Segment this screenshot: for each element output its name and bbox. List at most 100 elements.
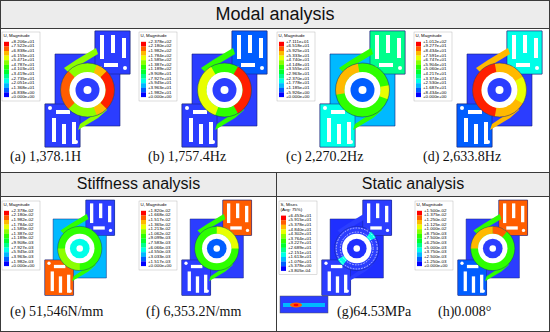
- ring-gap: [342, 234, 372, 264]
- colorbar-cell: [281, 234, 286, 239]
- flexure-slot: [236, 203, 239, 218]
- subfigure-caption: (e) 51,546N/mm: [10, 304, 103, 320]
- detail-inset: [294, 304, 299, 306]
- flexure-slot: [474, 124, 478, 144]
- legend-value: +1.585e-02: [11, 227, 33, 231]
- legend-value: +7.927e+01: [148, 76, 171, 80]
- colorbar-cell: [416, 60, 421, 65]
- mount-hole: [69, 289, 72, 292]
- legend-value: +1.375e-02: [424, 213, 446, 217]
- legend-value: +2.735e+01: [11, 76, 34, 80]
- ring-outline: [471, 226, 515, 270]
- colorbar-cell: [416, 46, 421, 51]
- mechanism: [320, 31, 405, 147]
- mount-hole: [386, 229, 389, 232]
- legend-value: +3.963e-03: [11, 255, 33, 259]
- mount-hole: [184, 262, 187, 265]
- flexure-slot: [59, 276, 62, 292]
- legend-value: +5.945e-03: [11, 250, 33, 254]
- colorbar-cell: [4, 257, 9, 262]
- hub-hole: [221, 86, 229, 94]
- colorbar-cell: [141, 79, 146, 84]
- ring: [335, 226, 379, 270]
- ring-gap: [345, 72, 381, 108]
- colorbar-cell: [279, 88, 284, 93]
- contour-legend: U, Magnitude+1.820e-02+1.668e-02+1.517e-…: [140, 202, 179, 274]
- ring: [198, 63, 252, 117]
- mount-hole: [323, 106, 327, 110]
- colorbar-cell: [141, 225, 146, 230]
- flexure-slot: [375, 35, 379, 59]
- colorbar-cell: [141, 56, 146, 61]
- colorbar-cell: [4, 261, 9, 266]
- colorbar-cell: [4, 220, 9, 225]
- flexure-slot: [52, 118, 56, 142]
- legend-value: +8.206e+01: [11, 40, 34, 44]
- legend-value: +6.838e+01: [11, 49, 34, 53]
- colorbar-cell: [4, 69, 9, 74]
- mount-hole: [48, 106, 52, 110]
- colorbar-cell: [141, 46, 146, 51]
- colorbar-cell: [416, 74, 421, 79]
- flexure-slot: [376, 203, 379, 218]
- flexure-slot: [227, 203, 230, 223]
- subfigure-caption: (b) 1,757.4Hz: [148, 149, 226, 165]
- colorbar-cell: [141, 88, 146, 93]
- ring-outline: [61, 63, 115, 117]
- flexure-slot: [521, 206, 524, 222]
- hub: [347, 239, 367, 259]
- mount-hole: [246, 229, 249, 232]
- ring: [195, 226, 239, 270]
- flexure-slot: [108, 206, 111, 222]
- colorbar-cell: [141, 51, 146, 56]
- legend-value: +4.840e+01: [288, 227, 311, 231]
- legend-value: +5.925e+01: [286, 49, 309, 53]
- legend-value: +3.764e+01: [288, 236, 311, 240]
- legend-value: +8.434e+01: [423, 49, 446, 53]
- legend-value: +2.689e+01: [288, 246, 311, 250]
- colorbar-cell: [141, 42, 146, 47]
- flexure-slot: [191, 265, 202, 268]
- flexure-slot: [196, 276, 199, 292]
- legend-value: +2.500e-03: [424, 255, 446, 259]
- flexure-slot: [188, 271, 191, 291]
- flexure-slot: [385, 206, 388, 222]
- legend-value: +1.517e-02: [148, 218, 170, 222]
- contour-legend: U, Magnitude+2.378e+02+2.180e+02+1.982e+…: [140, 33, 179, 105]
- flexure-slot: [189, 118, 193, 142]
- mount-hole: [206, 289, 209, 292]
- ring-group: [335, 226, 379, 270]
- ring-outline: [336, 228, 377, 269]
- legend-value: +1.982e-02: [11, 218, 33, 222]
- contour-legend: S, Mises(Avg: 75%)+6.453e+01+5.915e+01+5…: [280, 202, 319, 274]
- colorbar-cell: [141, 211, 146, 216]
- legend-value: +7.583e-03: [148, 241, 170, 245]
- mechanism-body: [320, 31, 405, 147]
- legend-value: +7.111e+01: [286, 40, 309, 44]
- flexure-slot: [370, 226, 381, 229]
- legend-value: +1.687e+01: [423, 86, 446, 90]
- flexure-slot: [122, 38, 126, 58]
- mechanism-body: [182, 200, 252, 295]
- legend-value: +6.250e-03: [424, 241, 446, 245]
- colorbar-cell: [417, 252, 422, 257]
- flexure-slot: [193, 110, 207, 114]
- flexure-slot: [367, 203, 370, 223]
- mount-hole: [74, 140, 78, 144]
- legend-heading: U, Magnitude: [416, 203, 442, 207]
- subfigure-caption: (c) 2,270.2Hz: [286, 149, 363, 165]
- legend-value: +1.012e+02: [423, 40, 446, 44]
- colorbar-cell: [281, 257, 286, 262]
- colorbar-cell: [4, 225, 9, 230]
- colorbar-cell: [416, 69, 421, 74]
- flexure-slot: [331, 110, 345, 114]
- mechanism: [322, 200, 392, 295]
- flexure-slot: [386, 35, 390, 53]
- colorbar-cell: [141, 220, 146, 225]
- analysis-section: Static analysis: [276, 172, 550, 332]
- flexure-slot: [248, 35, 252, 53]
- colorbar-cell: [4, 79, 9, 84]
- mechanism: [45, 31, 130, 147]
- legend-value: +4.302e+01: [288, 232, 311, 236]
- detail-inset: [283, 303, 325, 307]
